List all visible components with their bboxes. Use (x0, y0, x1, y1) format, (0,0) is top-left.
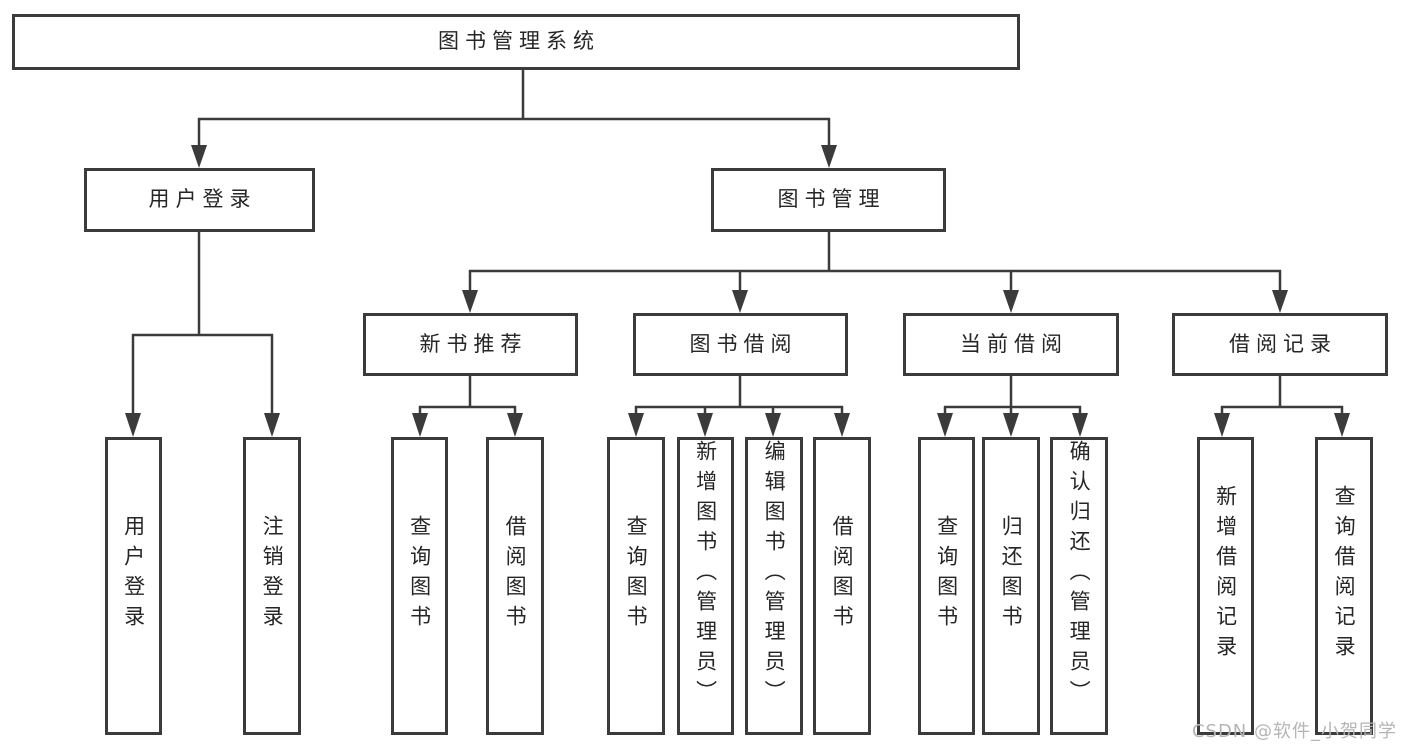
leaf-query-books-borrowing: 查询图书 (607, 437, 665, 735)
leaf-query-books-recommend-label: 查询图书 (407, 515, 432, 635)
leaf-add-borrow-record: 新增借阅记录 (1197, 437, 1254, 735)
node-borrowing-records-label: 借阅记录 (1229, 331, 1337, 356)
node-new-book-recommend-label: 新书推荐 (419, 331, 528, 356)
node-user-login: 用户登录 (84, 168, 315, 232)
leaf-confirm-return-admin-label: 确认归还（管理员） (1067, 440, 1092, 710)
leaf-confirm-return-admin: 确认归还（管理员） (1050, 437, 1108, 735)
node-current-borrowing: 当前借阅 (903, 313, 1119, 376)
leaf-edit-books-admin: 编辑图书（管理员） (745, 437, 803, 735)
leaf-user-login: 用户登录 (105, 437, 162, 735)
leaf-query-books-current: 查询图书 (918, 437, 975, 735)
leaf-add-borrow-record-label: 新增借阅记录 (1213, 485, 1238, 665)
leaf-query-borrow-record: 查询借阅记录 (1315, 437, 1373, 735)
node-current-borrowing-label: 当前借阅 (960, 331, 1068, 356)
node-new-book-recommend: 新书推荐 (363, 313, 578, 376)
node-root-label: 图书管理系统 (438, 29, 600, 54)
node-user-login-label: 用户登录 (148, 187, 257, 212)
node-root: 图书管理系统 (12, 14, 1020, 70)
leaf-logout-label: 注销登录 (260, 515, 285, 635)
leaf-query-borrow-record-label: 查询借阅记录 (1332, 485, 1357, 665)
node-book-management-label: 图书管理 (777, 187, 886, 212)
leaf-borrow-books-borrowing: 借阅图书 (813, 437, 871, 735)
leaf-edit-books-admin-label: 编辑图书（管理员） (762, 440, 787, 710)
node-borrowing-records: 借阅记录 (1172, 313, 1388, 376)
leaf-query-books-borrowing-label: 查询图书 (624, 515, 649, 635)
leaf-logout: 注销登录 (243, 437, 301, 735)
leaf-borrow-books-borrowing-label: 借阅图书 (830, 515, 855, 635)
node-book-management: 图书管理 (711, 168, 946, 232)
leaf-return-books-label: 归还图书 (999, 515, 1024, 635)
leaf-query-books-current-label: 查询图书 (934, 515, 959, 635)
leaf-add-books-admin-label: 新增图书（管理员） (693, 440, 718, 710)
leaf-add-books-admin: 新增图书（管理员） (677, 437, 734, 735)
leaf-query-books-recommend: 查询图书 (391, 437, 448, 735)
leaf-return-books: 归还图书 (982, 437, 1040, 735)
leaf-borrow-books-recommend: 借阅图书 (486, 437, 544, 735)
leaf-borrow-books-recommend-label: 借阅图书 (503, 515, 528, 635)
node-book-borrowing-label: 图书借阅 (689, 331, 798, 356)
node-book-borrowing: 图书借阅 (633, 313, 848, 376)
csdn-watermark: CSDN @软件_小贺同学 (1191, 721, 1397, 742)
leaf-user-login-label: 用户登录 (121, 515, 146, 635)
